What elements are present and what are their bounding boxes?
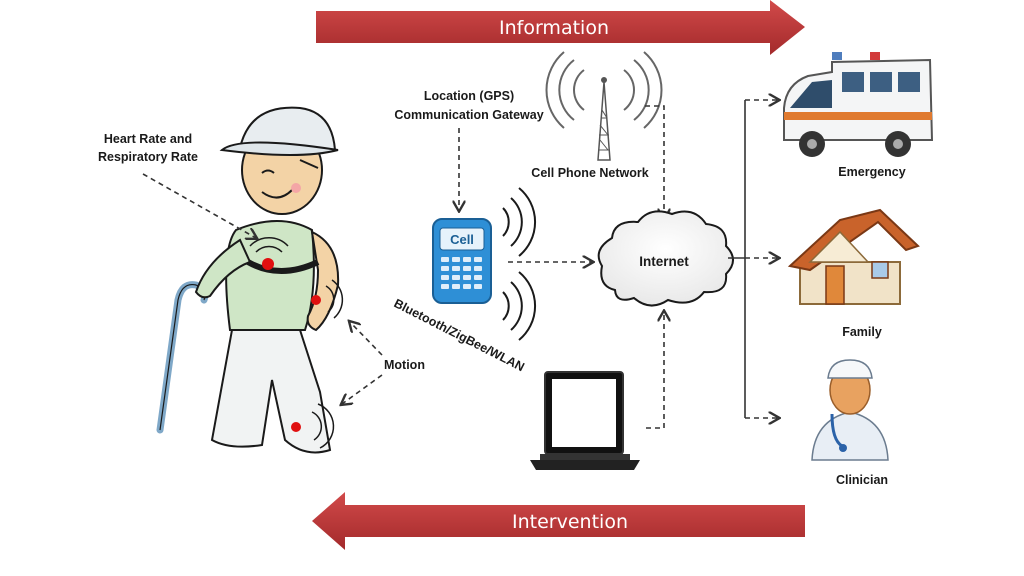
cloud-icon: [597, 210, 734, 307]
emergency-label: Emergency: [838, 165, 905, 179]
motion-arrow-arm: [350, 322, 383, 356]
location-label-line2: Communication Gateway: [394, 108, 543, 122]
intervention-banner: Intervention: [312, 492, 805, 550]
cell-network-label: Cell Phone Network: [531, 166, 648, 180]
intervention-label: Intervention: [512, 511, 628, 533]
internet-label: Internet: [639, 254, 689, 269]
phone-signal-waves: [502, 187, 536, 341]
heart-rate-leader: [142, 173, 256, 238]
laptop-icon: [530, 371, 640, 470]
motion-label: Motion: [384, 358, 425, 372]
heart-rate-label-line2: Respiratory Rate: [98, 150, 198, 164]
family-label: Family: [842, 325, 882, 339]
clinician-label: Clinician: [836, 473, 888, 487]
house-icon: [787, 208, 920, 305]
ambulance-icon: [783, 52, 934, 157]
heart-rate-label-line1: Heart Rate and: [104, 132, 192, 146]
cell-tower-icon: [545, 51, 663, 161]
location-label-line1: Location (GPS): [424, 89, 514, 103]
tower-to-internet-arrow: [645, 105, 664, 218]
phone-screen-label: Cell: [450, 232, 474, 247]
information-banner: Information: [316, 0, 805, 55]
elderly-man-with-cane-icon: [156, 106, 344, 454]
information-label: Information: [499, 17, 609, 39]
laptop-to-internet-arrow: [646, 312, 664, 429]
doctor-icon: [811, 359, 889, 461]
smartphone-icon: Cell: [432, 218, 492, 304]
motion-arrow-leg: [342, 374, 383, 404]
